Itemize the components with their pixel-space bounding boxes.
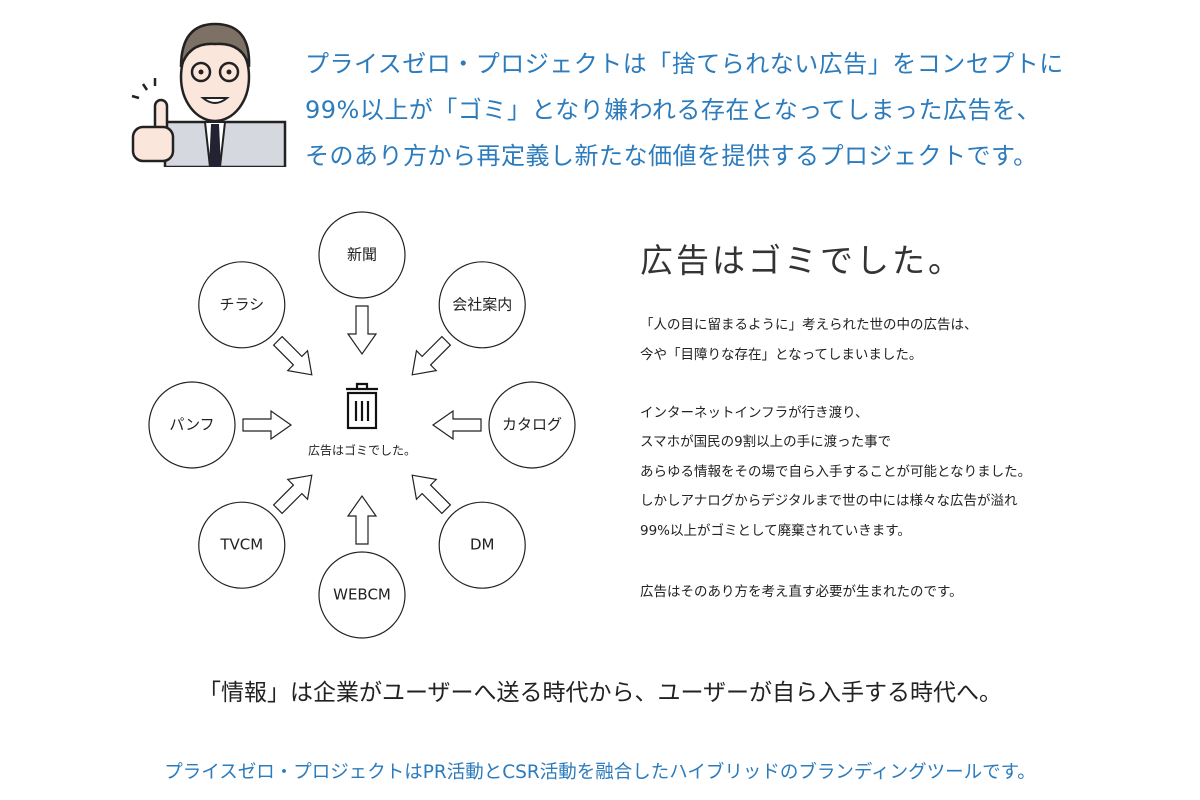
media-circle	[438, 261, 526, 349]
media-label: チラシ	[219, 295, 264, 313]
media-circle	[148, 381, 236, 469]
trash-can-icon	[346, 382, 378, 430]
media-label: カタログ	[502, 416, 562, 434]
center-label: 広告はゴミでした。	[308, 443, 416, 458]
arrow-icon	[411, 335, 452, 376]
media-label: 新聞	[347, 246, 377, 264]
arrow-icon	[272, 335, 313, 376]
arrow-icon	[242, 409, 293, 441]
media-label: TVCM	[219, 536, 263, 554]
arrow-icon	[346, 494, 378, 545]
media-circle	[198, 501, 286, 589]
media-circle	[438, 501, 526, 589]
body-line: スマホが国民の9割以上の手に渡った事で	[640, 434, 892, 450]
intro-line-1: プライスゼロ・プロジェクトは「捨てられない広告」をコンセプトに	[305, 50, 1064, 78]
media-circle	[318, 211, 406, 299]
body-line: 「人の目に留まるように」考えられた世の中の広告は、	[640, 317, 978, 333]
media-label: DM	[470, 536, 495, 554]
body-line: 今や「目障りな存在」となってしまいました。	[640, 347, 923, 363]
body-line: しかしアナログからデジタルまで世の中には様々な広告が溢れ	[640, 493, 1018, 509]
arrow-icon	[272, 474, 313, 515]
media-label: パンフ	[169, 416, 214, 434]
media-label: WEBCM	[333, 586, 391, 604]
right-title: 広告はゴミでした。	[640, 241, 964, 280]
arrow-icon	[411, 474, 452, 515]
media-circle	[318, 551, 406, 639]
arrow-icon	[431, 409, 482, 441]
businessman-illustration	[131, 22, 287, 167]
body-line: インターネットインフラが行き渡り、	[640, 405, 869, 421]
media-circle	[488, 381, 576, 469]
footer-text: プライスゼロ・プロジェクトはPR活動とCSR活動を融合したハイブリッドのブランデ…	[164, 762, 1036, 783]
media-label: 会社案内	[452, 295, 512, 313]
intro-line-3: そのあり方から再定義し新たな価値を提供するプロジェクトです。	[305, 142, 1038, 170]
tagline: 「情報」は企業がユーザーへ送る時代から、ユーザーが自ら入手する時代へ。	[197, 680, 1003, 706]
body-line: 99%以上がゴミとして廃棄されていきます。	[640, 523, 911, 539]
intro-line-2: 99%以上が「ゴミ」となり嫌われる存在となってしまった広告を、	[305, 96, 1042, 124]
media-circle	[198, 261, 286, 349]
arrow-icon	[346, 305, 378, 356]
body-line: 広告はそのあり方を考え直す必要が生まれたのです。	[640, 584, 963, 600]
body-line: あらゆる情報をその場で自ら入手することが可能となりました。	[640, 464, 1032, 480]
